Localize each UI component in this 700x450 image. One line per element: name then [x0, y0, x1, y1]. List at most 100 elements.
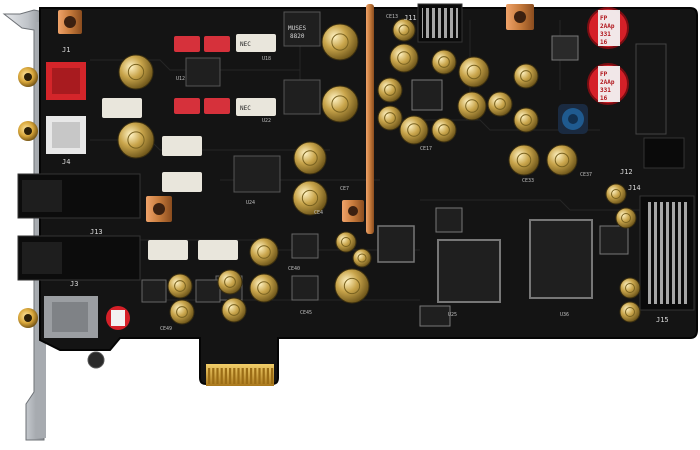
label-j3: J3	[70, 280, 78, 288]
chip-designator: U25	[448, 312, 457, 318]
capacitor-top-vent	[331, 33, 349, 51]
pcie-finger	[266, 368, 269, 384]
capacitor-designator: CE49	[160, 326, 172, 332]
capacitor-top-vent	[384, 84, 396, 96]
capacitor	[508, 144, 540, 176]
capacitor-top-vent	[611, 189, 621, 199]
capacitor-designator: CE40	[288, 266, 300, 272]
pcie-finger	[216, 368, 219, 384]
capacitor-top-vent	[407, 123, 421, 137]
capacitor-top-vent	[438, 124, 450, 136]
cap-1-line-2: 2AAp	[600, 23, 615, 30]
capacitor-top-vent	[516, 152, 532, 168]
capacitor	[513, 107, 539, 133]
large-capacitors	[106, 7, 629, 330]
relays	[174, 36, 230, 114]
capacitor-top-vent	[625, 307, 635, 317]
component-labels: J1 J4 J13 J3 J11 J12 J14 J15 MUSES 8820 …	[62, 14, 669, 324]
capacitor	[619, 277, 641, 299]
capacitor	[487, 91, 513, 117]
pcie-finger	[250, 368, 253, 384]
pcie-finger	[241, 368, 244, 384]
chip-designator: U36	[560, 312, 569, 318]
capacitor-top-vent	[176, 306, 188, 318]
main-chips	[377, 35, 629, 327]
capacitor-top-vent	[257, 245, 271, 259]
label-j14: J14	[628, 184, 641, 192]
capacitor	[431, 117, 457, 143]
pcie-finger	[208, 368, 211, 384]
mounting-pads	[58, 4, 534, 369]
label-opamp-b: 8820	[290, 33, 305, 40]
opamp-chips	[185, 11, 321, 193]
label-j12: J12	[620, 168, 633, 176]
cap-1-line-4: 16	[600, 39, 608, 46]
capacitor	[377, 105, 403, 131]
capacitor-top-vent	[174, 280, 186, 292]
capacitor-designator: CE4	[314, 210, 323, 216]
capacitor	[377, 77, 403, 103]
copper-shield-strip	[366, 4, 374, 234]
capacitor	[457, 91, 487, 121]
capacitor	[167, 273, 193, 299]
capacitor	[619, 301, 641, 323]
cap-2-line-4: 16	[600, 95, 608, 102]
capacitor-designator: CE7	[340, 186, 349, 192]
capacitor-print: FP 2AAp 331 16 FP 2AAp 331 16	[600, 15, 615, 102]
label-nec-2: NEC	[240, 105, 251, 112]
pcie-finger	[212, 368, 215, 384]
capacitor	[321, 85, 359, 123]
capacitor	[546, 144, 578, 176]
capacitor	[352, 248, 372, 268]
capacitor	[292, 180, 328, 216]
capacitor-top-vent	[301, 189, 319, 207]
pcie-finger	[233, 368, 236, 384]
cap-2-line-2: 2AAp	[600, 79, 615, 86]
label-nec-1: NEC	[240, 41, 251, 48]
capacitor-top-vent	[343, 277, 361, 295]
capacitor	[513, 63, 539, 89]
capacitor-top-vent	[465, 99, 479, 113]
capacitor	[249, 237, 279, 267]
chip-designator: U24	[246, 200, 255, 206]
label-opamp: MUSES	[288, 25, 306, 32]
cap-1-line-3: 331	[600, 31, 611, 38]
pcie-finger	[254, 368, 257, 384]
capacitor-top-vent	[520, 114, 532, 126]
capacitor-top-vent	[228, 304, 240, 316]
capacitor-top-vent	[127, 131, 145, 149]
pcie-finger	[229, 368, 232, 384]
capacitor	[458, 56, 490, 88]
capacitor	[249, 273, 279, 303]
film-capacitors	[102, 34, 276, 260]
label-j15: J15	[656, 316, 669, 324]
chip-designator: U22	[262, 118, 271, 124]
capacitor	[335, 231, 357, 253]
capacitor	[221, 297, 247, 323]
capacitor-top-vent	[494, 98, 506, 110]
capacitor-top-vent	[384, 112, 396, 124]
chip-designator: U18	[262, 56, 271, 62]
capacitor-top-vent	[554, 152, 570, 168]
capacitor-designator: CE45	[300, 310, 312, 316]
capacitor	[389, 43, 419, 73]
capacitor	[169, 299, 195, 325]
capacitor-top-vent	[341, 237, 351, 247]
pcie-finger	[220, 368, 223, 384]
capacitor-top-vent	[398, 24, 410, 36]
capacitor-designator: CE37	[580, 172, 592, 178]
pin-headers	[417, 3, 695, 311]
pcie-finger	[245, 368, 248, 384]
electrolytic-capacitors	[117, 18, 641, 325]
pcie-finger	[271, 368, 274, 384]
label-j11: J11	[404, 14, 417, 22]
inductor	[558, 104, 588, 134]
cap-1-line-1: FP	[600, 15, 608, 22]
capacitor-top-vent	[302, 150, 318, 166]
capacitor	[118, 54, 154, 90]
capacitor-top-vent	[621, 213, 631, 223]
